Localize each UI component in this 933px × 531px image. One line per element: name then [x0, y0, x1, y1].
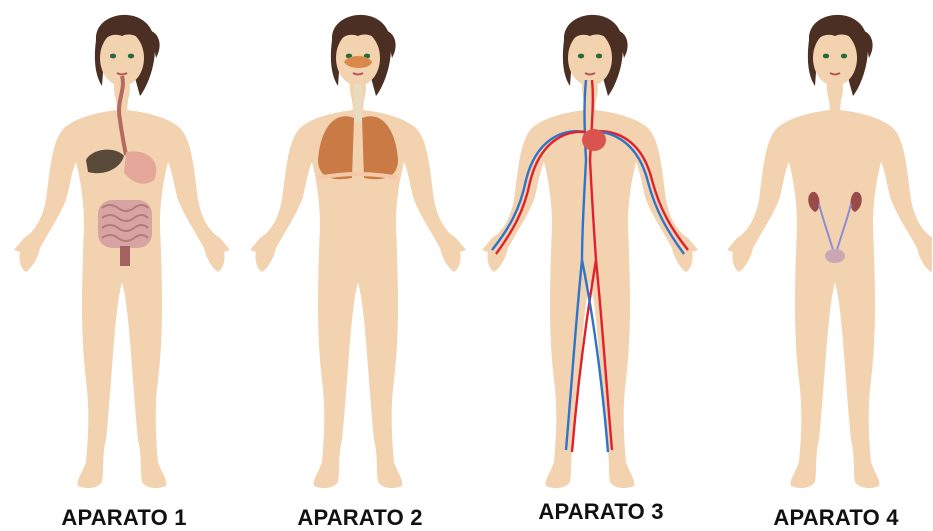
figure-4: [699, 0, 932, 529]
figure-3: [466, 0, 699, 529]
right-eye: [596, 54, 602, 59]
human-figure: [727, 15, 932, 488]
figure-panel-4: APARATO 4: [699, 0, 932, 529]
figure-2: [233, 0, 466, 529]
figure-label-4: APARATO 4: [773, 505, 898, 531]
head: [813, 30, 857, 86]
figure-panel-1: APARATO 1: [0, 0, 233, 529]
left-eye: [823, 54, 829, 59]
left-eye: [578, 54, 584, 59]
figure-panel-3: APARATO 3: [466, 0, 699, 529]
human-figure: [482, 15, 698, 488]
heart: [582, 129, 606, 151]
figure-label-2: APARATO 2: [297, 505, 422, 531]
left-eye: [110, 54, 116, 59]
human-figure: [14, 15, 230, 488]
body-silhouette: [250, 72, 466, 488]
bladder: [825, 249, 845, 263]
figure-label-1: APARATO 1: [61, 505, 186, 531]
figure-1: [0, 0, 233, 529]
body-silhouette: [727, 72, 932, 488]
human-figure: [250, 15, 466, 488]
trachea: [354, 84, 362, 122]
figure-label-3: APARATO 3: [538, 499, 663, 525]
figure-panel-2: APARATO 2: [233, 0, 466, 529]
right-eye: [128, 54, 134, 59]
rectum: [120, 246, 130, 266]
head: [568, 30, 612, 86]
right-eye: [841, 54, 847, 59]
